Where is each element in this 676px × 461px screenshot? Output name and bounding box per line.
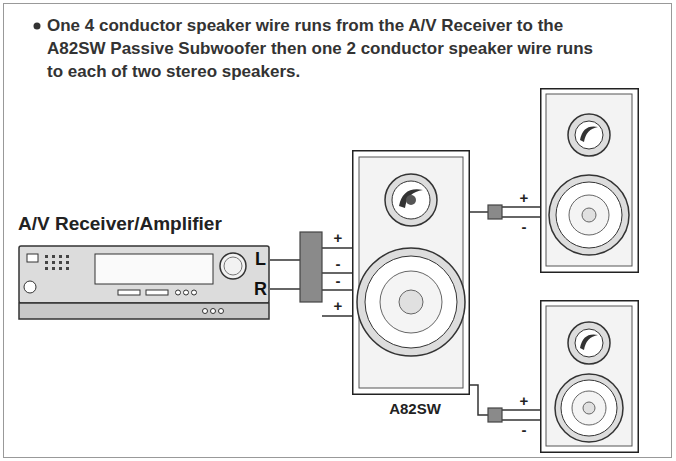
speaker-wire [502, 216, 540, 218]
tweeter-swirl [580, 127, 598, 142]
small-button [176, 290, 181, 295]
polarity-sign: - [330, 271, 346, 291]
speaker-wires [270, 207, 540, 420]
slot-button [118, 290, 140, 295]
device-heading: A/V Receiver/Amplifier [18, 214, 222, 234]
speaker-wire [502, 206, 540, 208]
subwoofer-box: A82SW [352, 150, 478, 395]
volume-knob [220, 253, 246, 279]
polarity-sign: + [516, 391, 532, 411]
small-button [219, 309, 224, 314]
display-window [95, 254, 213, 284]
channel-label: L [253, 249, 268, 269]
wire-junction [300, 232, 322, 302]
round-button [24, 281, 36, 293]
receiver-base [19, 303, 269, 319]
note-text: One 4 conductor speaker wire runs from t… [47, 14, 613, 83]
woofer-cone [365, 256, 457, 348]
speaker-wire [322, 289, 352, 291]
receiver-illustration [19, 246, 269, 319]
woofer-cone [561, 380, 617, 436]
tweeter [385, 174, 437, 226]
polarity-sign: - [516, 217, 532, 237]
tweeter-dome [575, 121, 603, 149]
picture-frame [4, 4, 672, 458]
woofer-cap [399, 290, 423, 314]
woofer-cap [583, 402, 595, 414]
tweeter-swirl [399, 189, 423, 208]
woofer-ring [569, 195, 609, 235]
speaker-wire [502, 409, 540, 411]
speaker-frame [541, 301, 639, 453]
tweeter-dome [575, 329, 603, 357]
polarity-sign: + [330, 296, 346, 316]
speaker-grille [546, 94, 632, 266]
tweeter [568, 322, 610, 364]
channel-label: R [253, 279, 268, 299]
speaker-frame [353, 151, 470, 395]
model-label: A82SW [352, 399, 478, 419]
speaker-wire [470, 385, 488, 415]
speaker-illustration [541, 301, 639, 453]
woofer [357, 248, 465, 356]
speaker-wire [322, 315, 352, 317]
volume-knob-ring [224, 257, 242, 275]
polarity-sign: - [330, 254, 346, 274]
subwoofer-illustration [353, 151, 470, 395]
power-button [27, 254, 38, 262]
wire-junction [488, 408, 502, 422]
woofer [549, 175, 629, 255]
polarity-sign: + [516, 188, 532, 208]
slot-button [146, 290, 168, 295]
receiver-box: A/V Receiver/Amplifier [18, 245, 270, 320]
woofer-ring [380, 271, 442, 333]
woofer [555, 374, 623, 442]
button-grid [45, 255, 69, 270]
speaker-wire [502, 419, 540, 421]
speaker-grille [546, 306, 632, 446]
speaker-wire [270, 288, 300, 290]
woofer-ring [572, 391, 606, 425]
speaker-frame [541, 89, 639, 273]
tweeter-center [406, 195, 416, 205]
small-button [192, 290, 197, 295]
speaker-illustration [541, 89, 639, 273]
small-button [211, 309, 216, 314]
tweeter [568, 114, 610, 156]
small-button [184, 290, 189, 295]
woofer-cap [582, 208, 596, 222]
tweeter-dome [392, 181, 430, 219]
wire-junction [488, 205, 502, 219]
speaker-wire [470, 211, 488, 213]
woofer-cone [556, 182, 622, 248]
small-button [203, 309, 208, 314]
polarity-sign: + [330, 228, 346, 248]
tweeter-swirl [580, 335, 598, 350]
receiver-body [19, 246, 269, 303]
polarity-sign: - [516, 420, 532, 440]
bullet-dot [34, 23, 41, 30]
